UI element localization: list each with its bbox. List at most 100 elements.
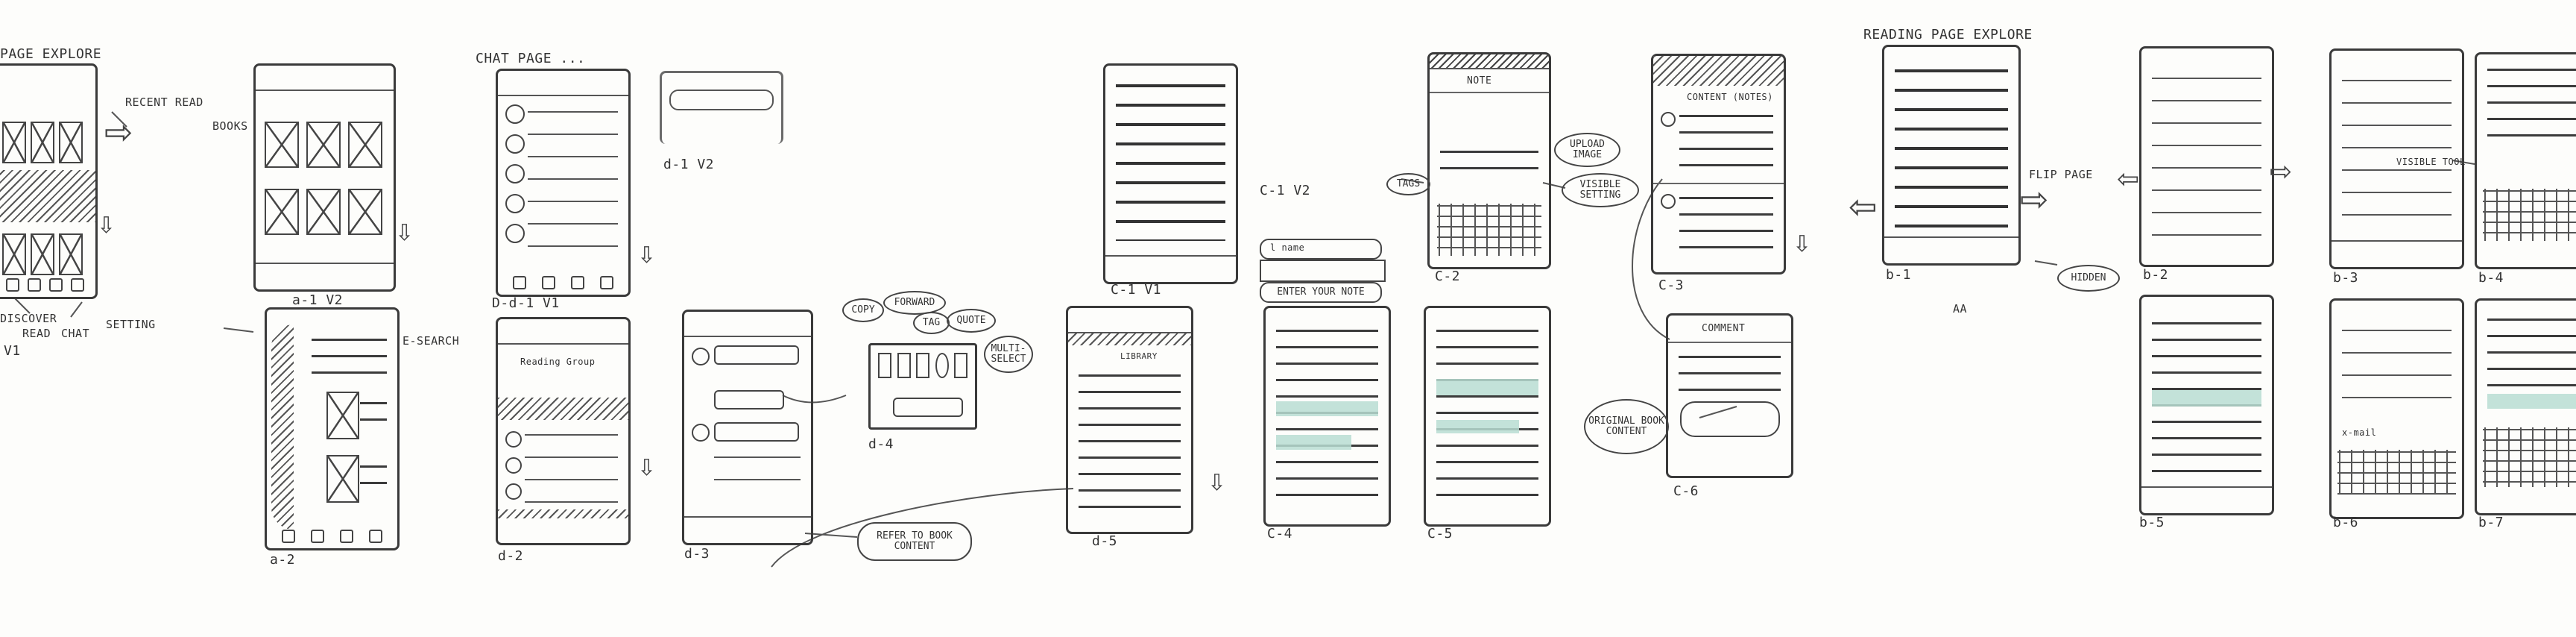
book-text-lines <box>1116 77 1225 241</box>
keyboard <box>2337 450 2456 495</box>
book-text-lines <box>2342 69 2452 226</box>
enter-your-note-bubble: ENTER YOUR NOTE <box>1260 282 1382 303</box>
message-lines <box>714 446 801 491</box>
note-lines <box>1679 108 1773 175</box>
frame-d1-v1-label: D-d-1 V1 <box>492 295 560 311</box>
frame-d5-label: d-5 <box>1092 533 1118 549</box>
input-bar <box>684 516 811 543</box>
frame-c2-label: C-2 <box>1435 269 1461 284</box>
highlight <box>1436 420 1519 433</box>
note-lines <box>1679 190 1773 250</box>
chat-page-heading: CHAT PAGE ... <box>476 51 586 66</box>
discover-note: DISCOVER <box>0 312 57 325</box>
avatar <box>505 164 525 183</box>
tab-bar <box>256 263 394 289</box>
highlight <box>2487 394 2576 409</box>
search-input <box>669 90 774 110</box>
book-cover-placeholder <box>31 233 54 275</box>
tab-bar <box>2 277 88 292</box>
avatar <box>692 348 710 365</box>
frame-a2-label: a-2 <box>270 552 296 568</box>
message-bubble <box>714 422 799 442</box>
book-cover-placeholder <box>31 122 54 163</box>
frame-a1-v2-label: a-1 V2 <box>292 292 344 308</box>
reading-page-heading: READING PAGE EXPLORE <box>1863 27 2033 43</box>
frame-v1 <box>0 63 98 299</box>
book-cover-placeholder <box>265 122 299 168</box>
frame-c4 <box>1263 306 1391 527</box>
divider <box>1668 342 1791 343</box>
books-note: BOOKS <box>212 119 248 133</box>
chat-note: CHAT <box>61 327 90 340</box>
frame-c4-label: C-4 <box>1267 526 1293 542</box>
book-text-lines <box>2487 312 2576 386</box>
flip-page-note: FLIP PAGE <box>2029 168 2093 181</box>
note-input: l name <box>1260 239 1382 260</box>
down-arrow-icon: ⇩ <box>637 242 657 269</box>
frame-c6: COMMENT <box>1666 313 1793 478</box>
side-drawer <box>271 324 294 530</box>
down-arrow-icon: ⇩ <box>97 213 116 239</box>
avatar <box>505 431 522 448</box>
selected-row <box>498 398 628 420</box>
right-arrow-icon: ⇨ <box>104 112 133 152</box>
frame-d1-v2 <box>660 71 783 144</box>
frame-b7 <box>2475 298 2576 515</box>
book-text-lines <box>2152 67 2261 246</box>
frame-b5 <box>2139 295 2274 515</box>
text-lines <box>1079 368 1181 517</box>
reading-toolbar <box>2141 486 2272 513</box>
book-cover-placeholder <box>326 392 359 439</box>
chat-list-lines <box>525 424 618 506</box>
x-mail-text: x-mail <box>2342 427 2377 438</box>
action-icons <box>878 353 967 378</box>
keyboard <box>2483 189 2576 241</box>
down-arrow-icon: ⇩ <box>1208 470 1227 496</box>
avatar <box>505 457 522 474</box>
hidden-bubble: HIDDEN <box>2057 265 2120 292</box>
frame-b6-label: b-6 <box>2333 515 2359 530</box>
frame-d4-label: d-4 <box>868 436 894 452</box>
avatar <box>505 483 522 500</box>
frame-d1-v2-label: d-1 V2 <box>663 157 715 172</box>
note-title: NOTE <box>1467 75 1492 87</box>
down-arrow-icon: ⇩ <box>637 455 657 481</box>
left-arrow-icon: ⇦ <box>2117 164 2140 195</box>
avatar <box>1661 194 1676 209</box>
banner-placeholder <box>0 170 95 222</box>
tab-bar <box>274 529 390 544</box>
left-arrow-icon: ⇦ <box>1849 186 1878 227</box>
frame-d2-label: d-2 <box>498 548 524 564</box>
hatch-header <box>1653 56 1784 86</box>
frame-c2: NOTE <box>1427 52 1551 269</box>
message-bubble <box>893 398 963 417</box>
note-toolbar <box>1105 255 1236 282</box>
forward-bubble: FORWARD <box>883 291 946 315</box>
frame-b6: x-mail <box>2329 298 2464 519</box>
library-tab: LIBRARY <box>1120 351 1158 361</box>
chat-list-lines <box>528 101 618 265</box>
refer-to-book-bubble: REFER TO BOOK CONTENT <box>857 522 972 561</box>
copy-bubble: COPY <box>842 298 884 322</box>
frame-b2-label: b-2 <box>2143 267 2169 283</box>
frame-b4 <box>2475 52 2576 269</box>
comment-title: COMMENT <box>1702 323 1746 334</box>
content-notes-label: CONTENT (NOTES) <box>1687 92 1773 102</box>
frame-b2 <box>2139 46 2274 267</box>
frame-b1 <box>1882 45 2021 266</box>
book-text-lines <box>1436 323 1538 502</box>
divider <box>1430 92 1549 93</box>
search-bar <box>256 66 394 91</box>
book-cover-placeholder <box>2 233 26 275</box>
reading-group-item: Reading Group <box>520 357 596 367</box>
reading-toolbar <box>2332 240 2462 267</box>
frame-d3 <box>682 310 813 545</box>
frame-c5 <box>1424 306 1551 527</box>
avatar <box>505 224 525 243</box>
frame-c1-v1 <box>1103 63 1238 284</box>
frame-c3: CONTENT (NOTES) <box>1651 54 1786 274</box>
visible-tool-note: VISIBLE TOOL <box>2396 157 2466 167</box>
message-bubble <box>714 390 784 410</box>
